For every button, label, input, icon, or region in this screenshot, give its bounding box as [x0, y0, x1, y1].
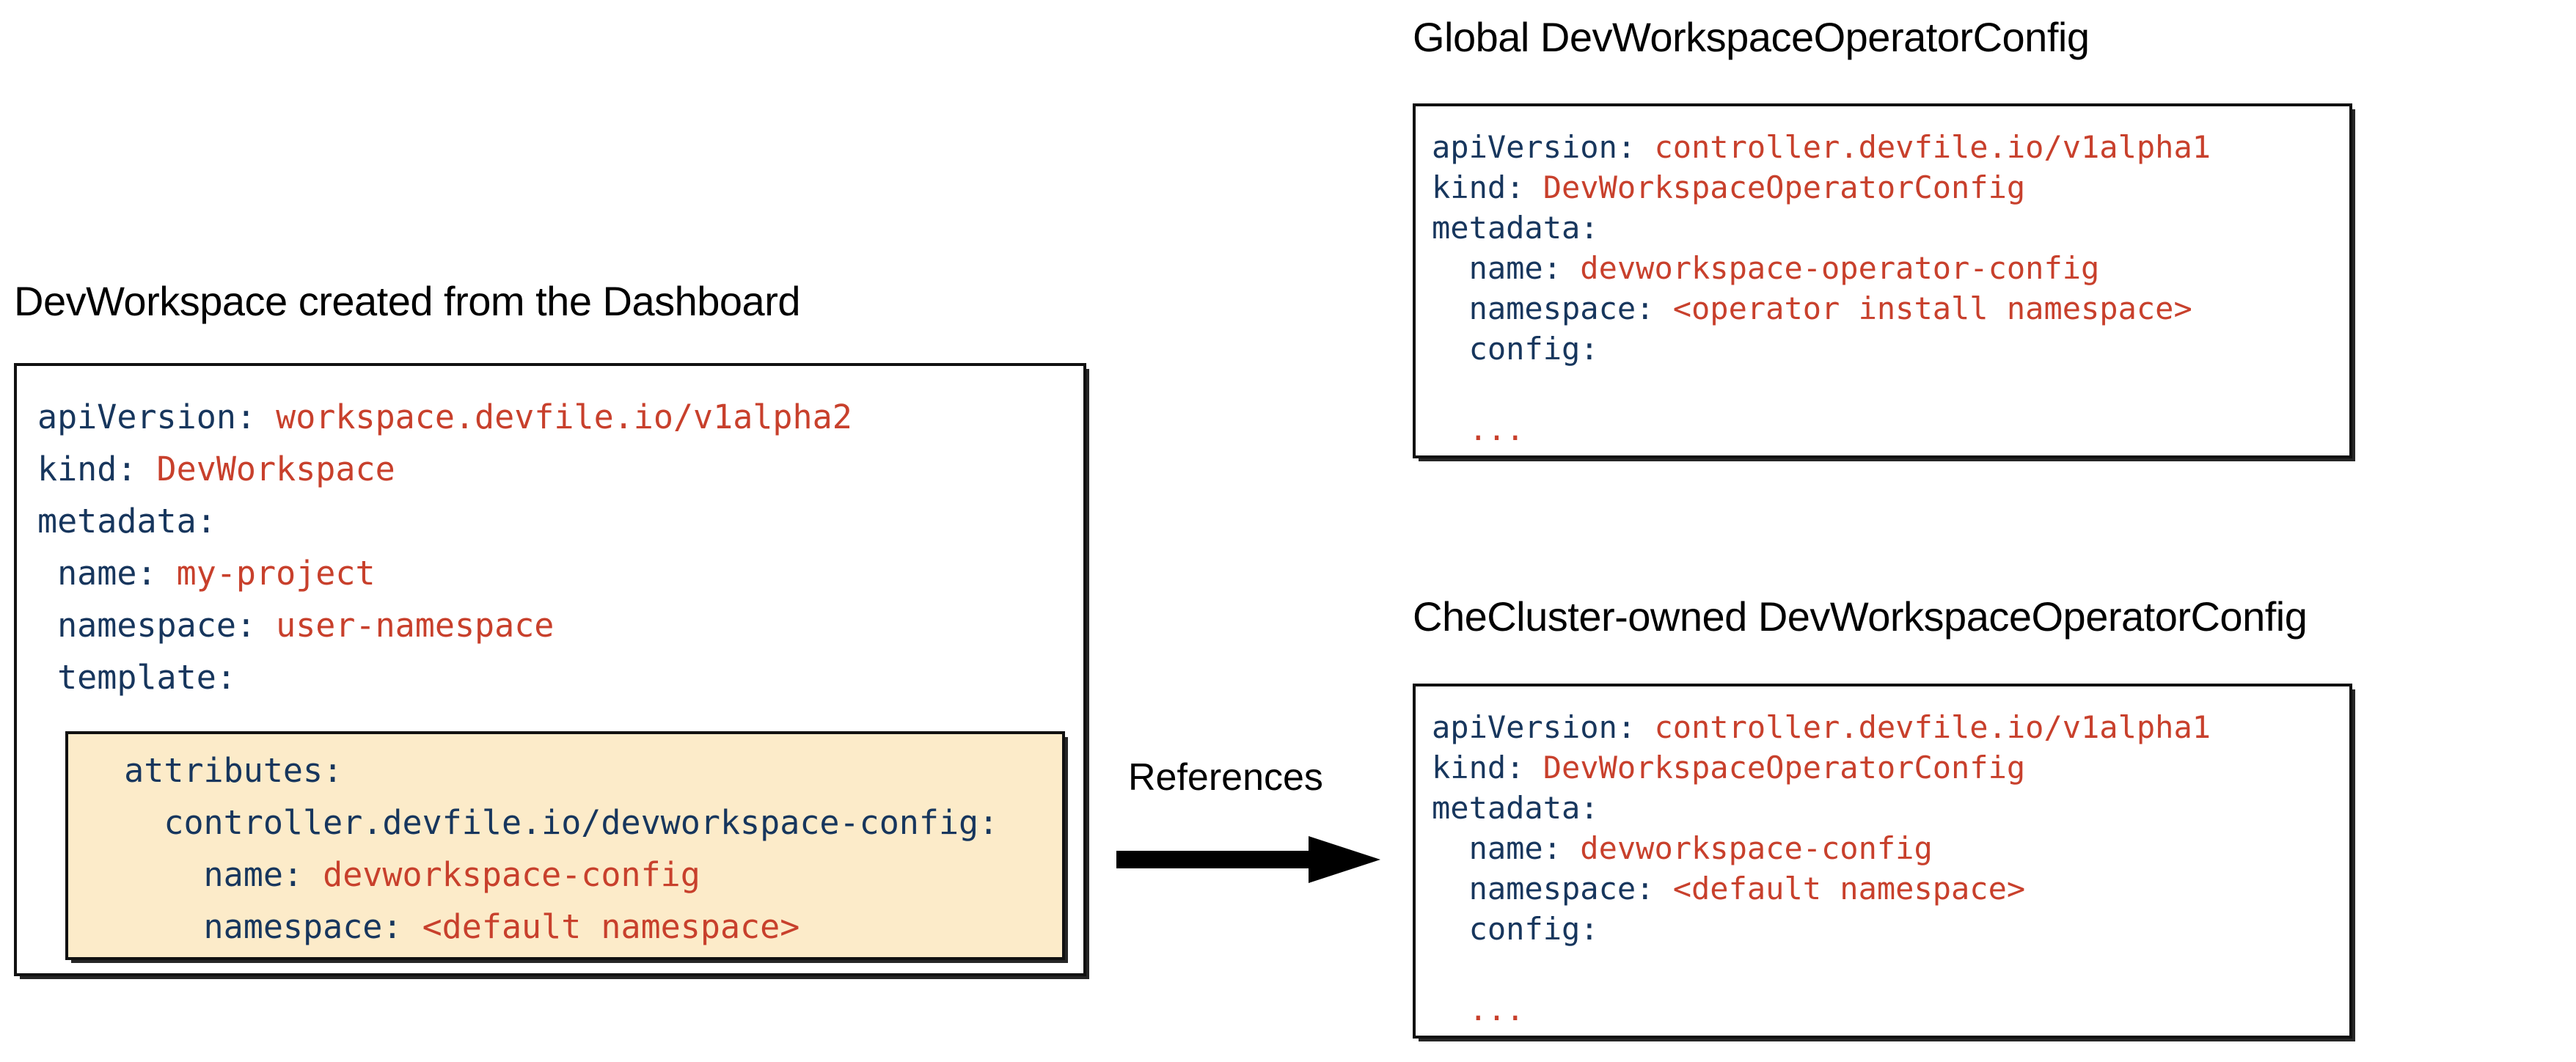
code-key: metadata: — [1432, 210, 1599, 246]
code-key: name: — [84, 855, 304, 894]
checluster-panel-title: CheCluster-owned DevWorkspaceOperatorCon… — [1413, 593, 2308, 640]
code-value: DevWorkspace — [136, 450, 395, 488]
code-ellipsis: ... — [1468, 411, 1525, 447]
code-key — [1432, 992, 1469, 1028]
devworkspace-code: apiVersion: workspace.devfile.io/v1alpha… — [37, 391, 852, 703]
code-key: namespace: — [1432, 290, 1655, 326]
code-key: metadata: — [37, 502, 216, 541]
code-key: apiVersion: — [1432, 129, 1636, 165]
code-value: workspace.devfile.io/v1alpha2 — [256, 398, 852, 436]
code-value: <default namespace> — [402, 907, 800, 946]
global-dwoc-code-box: apiVersion: controller.devfile.io/v1alph… — [1413, 103, 2352, 458]
code-key: config: — [1432, 911, 1599, 947]
code-key: kind: — [1432, 169, 1525, 205]
code-value: my-project — [156, 554, 376, 593]
code-key: kind: — [37, 450, 137, 488]
code-key: namespace: — [84, 907, 403, 946]
code-key: kind: — [1432, 750, 1525, 785]
code-key: controller.devfile.io/devworkspace-confi… — [84, 803, 999, 842]
global-dwoc-code: apiVersion: controller.devfile.io/v1alph… — [1432, 127, 2211, 450]
code-key: name: — [1432, 250, 1562, 286]
code-key: attributes: — [84, 751, 343, 790]
code-value: controller.devfile.io/v1alpha1 — [1636, 709, 2211, 745]
code-value: user-namespace — [256, 606, 555, 645]
checluster-dwoc-code-box: apiVersion: controller.devfile.io/v1alph… — [1413, 684, 2352, 1039]
code-key: apiVersion: — [37, 398, 257, 436]
code-value: DevWorkspaceOperatorConfig — [1524, 750, 2026, 785]
highlight-code: attributes: controller.devfile.io/devwor… — [84, 744, 998, 953]
code-key: namespace: — [1432, 871, 1655, 907]
code-key: apiVersion: — [1432, 709, 1636, 745]
code-value: devworkspace-operator-config — [1562, 250, 2100, 286]
code-value: controller.devfile.io/v1alpha1 — [1636, 129, 2211, 165]
code-key — [1432, 411, 1469, 447]
code-value: <operator install namespace> — [1654, 290, 2192, 326]
devworkspace-config-attribute-highlight: attributes: controller.devfile.io/devwor… — [65, 731, 1065, 960]
code-key: name: — [37, 554, 157, 593]
devworkspace-code-box: apiVersion: workspace.devfile.io/v1alpha… — [14, 363, 1086, 976]
code-value: DevWorkspaceOperatorConfig — [1524, 169, 2026, 205]
code-value: devworkspace-config — [1562, 830, 1933, 866]
code-key: name: — [1432, 830, 1562, 866]
left-panel-title: DevWorkspace created from the Dashboard — [14, 278, 800, 324]
code-value: devworkspace-config — [303, 855, 700, 894]
code-ellipsis: ... — [1468, 992, 1525, 1028]
code-key: namespace: — [37, 606, 257, 645]
references-arrow-icon — [1116, 836, 1380, 883]
code-key: metadata: — [1432, 790, 1599, 826]
code-key: config: — [1432, 331, 1599, 367]
checluster-dwoc-code: apiVersion: controller.devfile.io/v1alph… — [1432, 707, 2211, 1030]
references-label: References — [1128, 756, 1323, 799]
code-value: <default namespace> — [1654, 871, 2026, 907]
global-panel-title: Global DevWorkspaceOperatorConfig — [1413, 14, 2090, 60]
code-key: template: — [37, 658, 236, 697]
